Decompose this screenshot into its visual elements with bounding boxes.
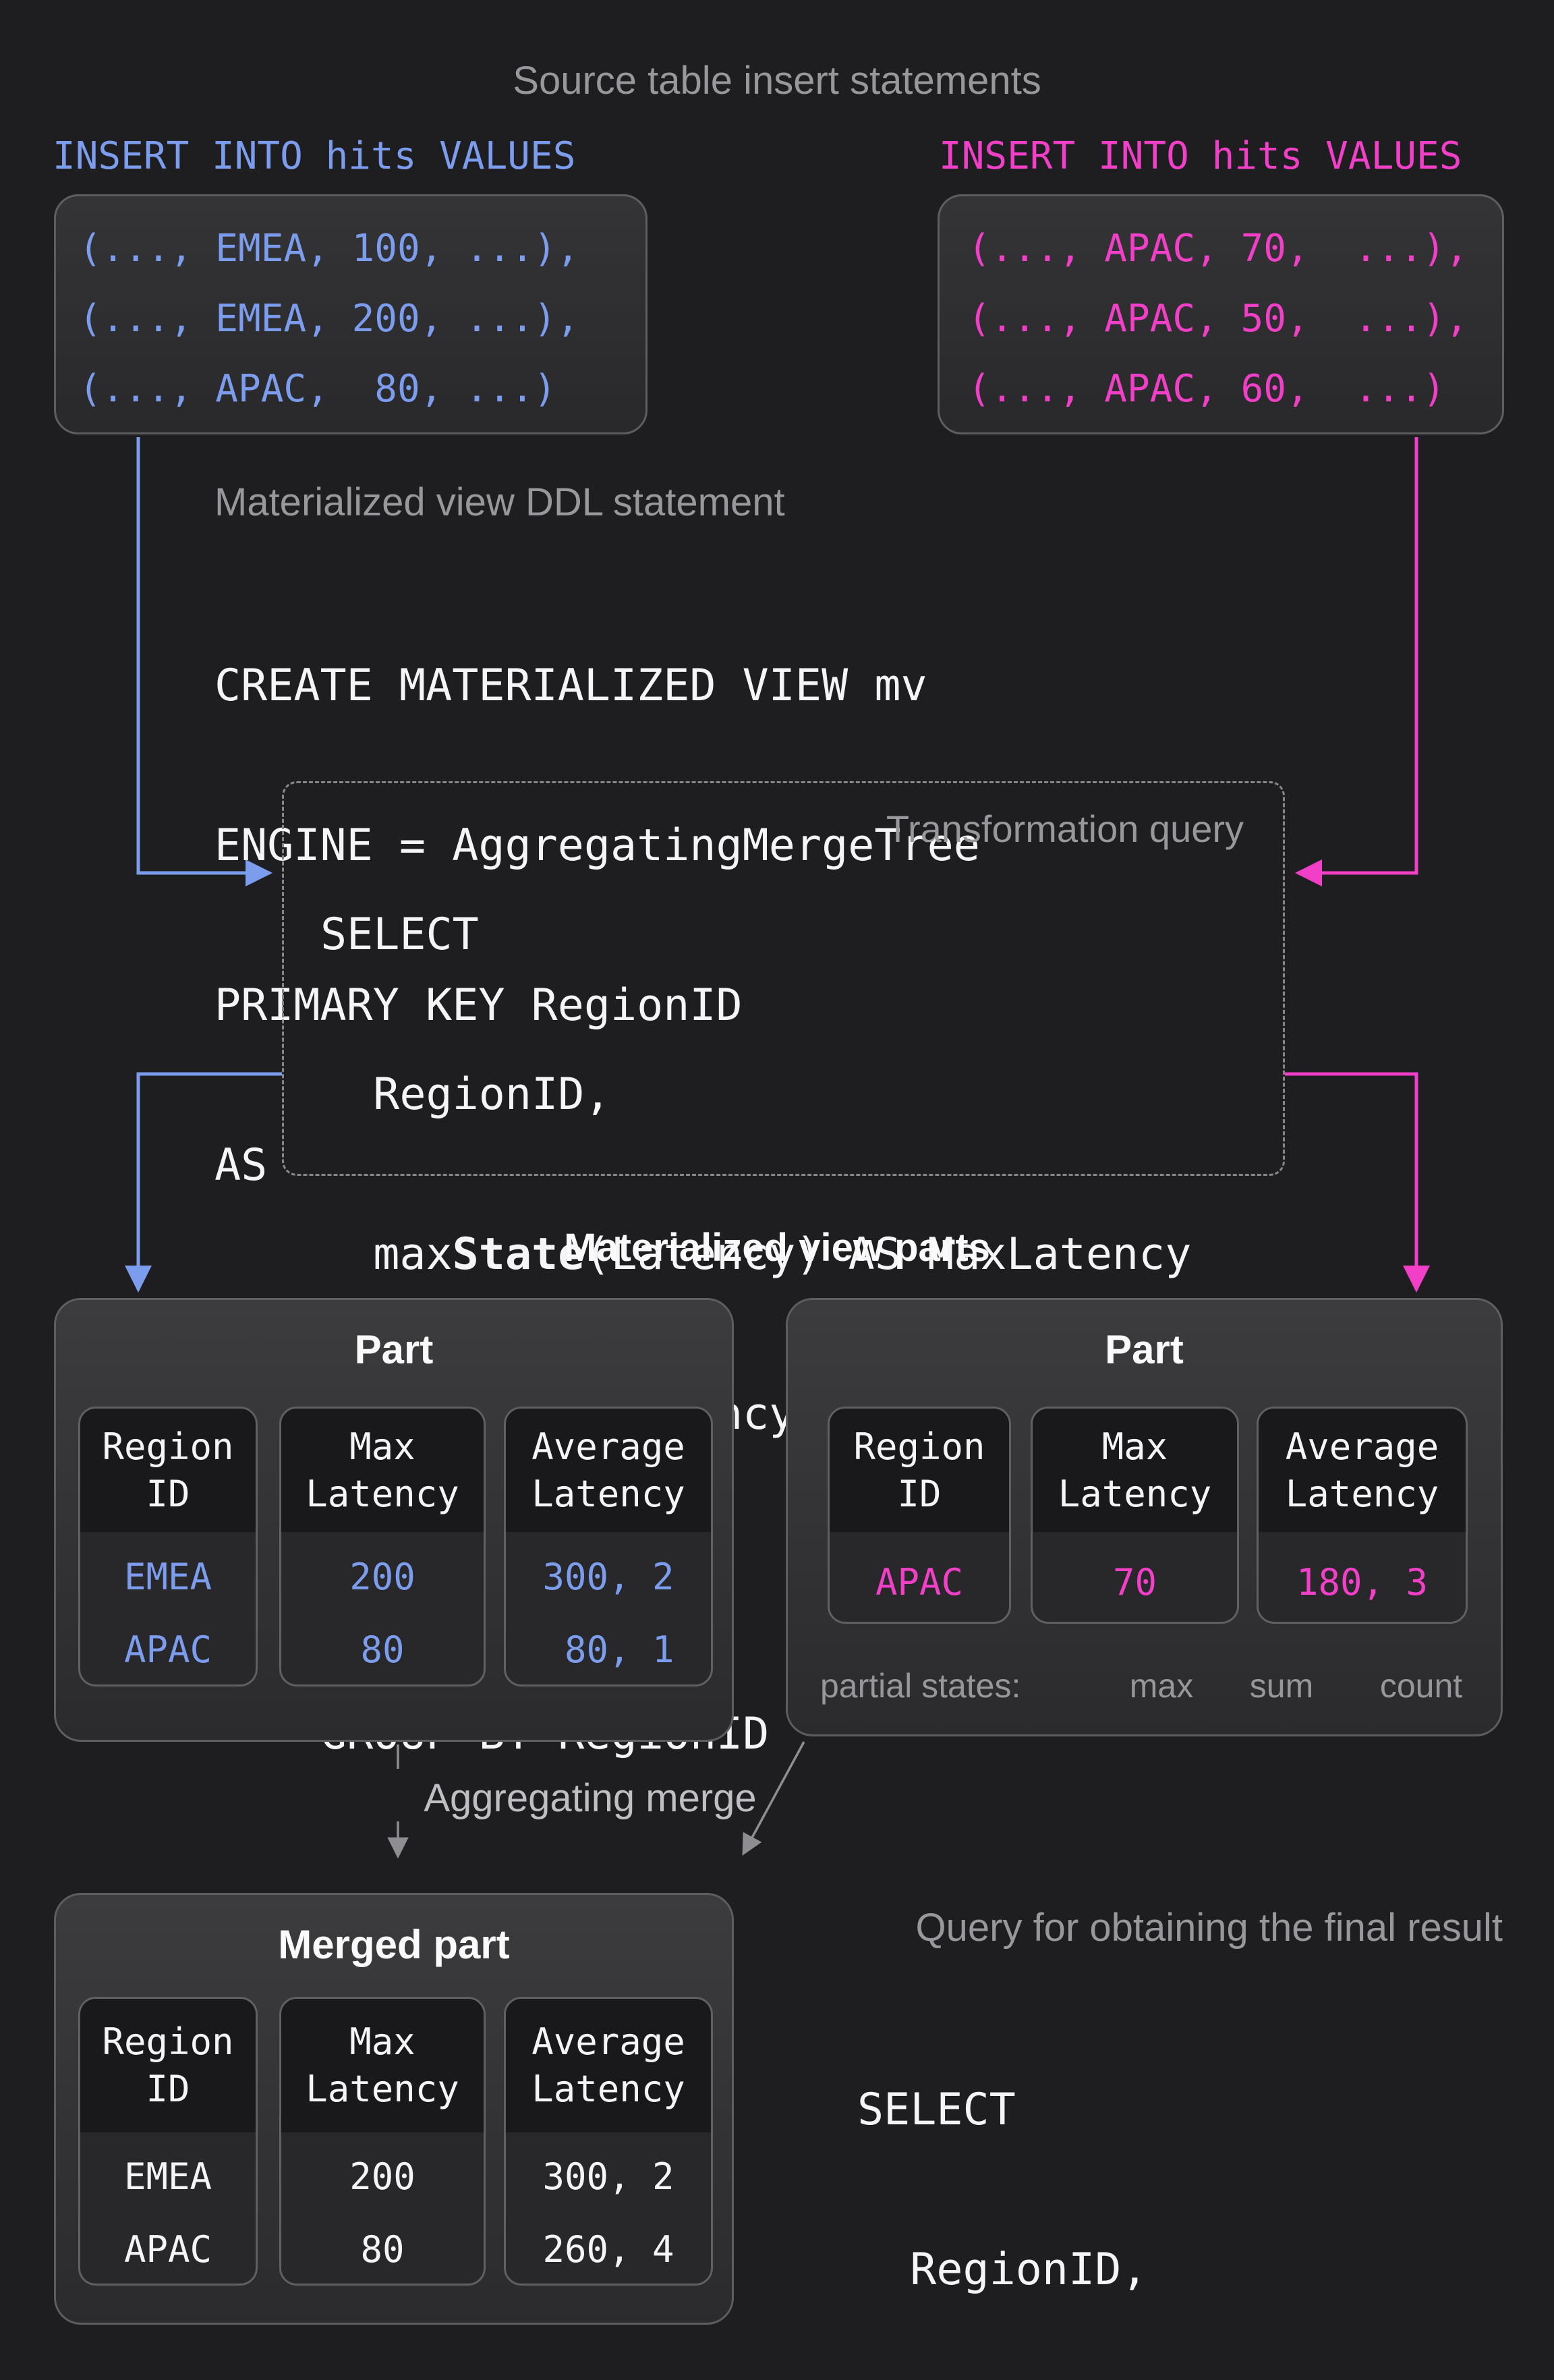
- title-source-inserts: Source table insert statements: [513, 59, 1041, 103]
- code-line: RegionID,: [857, 2244, 1148, 2295]
- column-region-id: Region ID APAC: [828, 1407, 1011, 1624]
- code-line: CREATE MATERIALIZED VIEW mv: [214, 660, 927, 711]
- column-header-line: Latency: [531, 1472, 685, 1515]
- part-box-left: Part Region ID EMEA APAC Max Latency 200…: [54, 1298, 734, 1742]
- column-header-line: ID: [146, 1472, 190, 1515]
- cell-value: APAC: [875, 1560, 964, 1604]
- column-header-line: Latency: [1285, 1472, 1439, 1515]
- code-line: SELECT: [857, 2085, 1016, 2135]
- part-box-right: Part Region ID APAC Max Latency 70 Avera…: [786, 1298, 1503, 1736]
- column-header-line: Average: [531, 2020, 685, 2063]
- cell-value: 300, 2: [542, 2155, 674, 2198]
- insert-right-row: (..., APAC, 60, ...): [968, 367, 1446, 411]
- column-max-latency: Max Latency 70: [1031, 1407, 1239, 1624]
- insert-left-header: INSERT INTO hits VALUES: [53, 134, 576, 178]
- code-line: ENGINE = AggregatingMergeTree: [214, 820, 980, 871]
- magenta-arrow-right-insert-to-query: [1295, 437, 1418, 886]
- column-header-line: Max: [349, 1425, 415, 1468]
- code-line: RegionID,: [320, 1069, 611, 1120]
- column-header-line: Average: [531, 1425, 685, 1468]
- cell-value: 80: [360, 1628, 405, 1671]
- insert-left-box: (..., EMEA, 100, ...), (..., EMEA, 200, …: [54, 194, 648, 434]
- cell-value: 80, 1: [542, 1628, 674, 1671]
- transformation-query-box: Transformation query: [282, 781, 1285, 1176]
- partial-states-label: partial states:: [820, 1667, 1021, 1705]
- column-average-latency: Average Latency 180, 3: [1257, 1407, 1468, 1624]
- title-mv-parts: Materialized view parts: [564, 1226, 990, 1270]
- cell-value: 200: [349, 2155, 415, 2198]
- cell-value: 70: [1112, 1560, 1157, 1604]
- partial-state-count: count: [1379, 1667, 1463, 1705]
- insert-right-row: (..., APAC, 70, ...),: [968, 227, 1468, 271]
- cell-value: EMEA: [123, 2155, 212, 2198]
- column-header-line: Max: [349, 2020, 415, 2063]
- column-region-id: Region ID EMEA APAC: [78, 1407, 258, 1687]
- insert-right-row: (..., APAC, 50, ...),: [968, 297, 1468, 341]
- final-code: SELECT RegionID, maxMerge(MaxLatency), a…: [857, 1979, 1464, 2380]
- column-header-line: Region: [102, 1425, 234, 1468]
- column-header-line: ID: [897, 1472, 942, 1515]
- column-header-line: Region: [853, 1425, 985, 1468]
- column-header-line: Latency: [306, 1472, 459, 1515]
- partial-state-max: max: [1129, 1667, 1194, 1705]
- column-header-line: Latency: [1058, 1472, 1212, 1515]
- cell-value: 200: [349, 1556, 415, 1598]
- title-transformation-query: Transformation query: [886, 808, 1244, 850]
- code-line: PRIMARY KEY RegionID: [214, 980, 743, 1031]
- ddl-code: CREATE MATERIALIZED VIEW mv ENGINE = Agg…: [214, 555, 980, 1296]
- cell-value: APAC: [123, 1628, 212, 1671]
- blue-arrow-query-to-left-part: [125, 1072, 282, 1293]
- code-line: SELECT: [320, 909, 479, 960]
- code-line: maxState(Latency) AS MaxLatency: [320, 1229, 1192, 1280]
- merged-part-box: Merged part Region ID EMEA APAC Max Late…: [54, 1893, 734, 2325]
- title-ddl: Materialized view DDL statement: [214, 480, 785, 524]
- column-max-latency: Max Latency 200 80: [279, 1997, 486, 2286]
- column-header-line: Latency: [306, 2068, 459, 2110]
- code-line: AS: [214, 1140, 268, 1191]
- column-header-line: ID: [146, 2068, 190, 2110]
- insert-left-row: (..., EMEA, 200, ...),: [79, 297, 579, 341]
- title-final-query: Query for obtaining the final result: [915, 1906, 1503, 1950]
- insert-right-box: (..., APAC, 70, ...), (..., APAC, 50, ..…: [938, 194, 1504, 434]
- merge-arrow-right: [742, 1741, 805, 1856]
- title-aggregating-merge: Aggregating merge: [424, 1776, 757, 1820]
- part-title: Part: [354, 1327, 434, 1372]
- insert-right-header: INSERT INTO hits VALUES: [939, 134, 1462, 178]
- cell-value: EMEA: [123, 1556, 212, 1598]
- column-header-line: Average: [1285, 1425, 1439, 1468]
- cell-value: 180, 3: [1296, 1560, 1429, 1604]
- column-max-latency: Max Latency 200 80: [279, 1407, 486, 1687]
- blue-arrow-left-insert-to-query: [136, 437, 272, 886]
- column-header-line: Max: [1101, 1425, 1168, 1468]
- insert-left-row: (..., APAC, 80, ...): [79, 367, 557, 411]
- column-region-id: Region ID EMEA APAC: [78, 1997, 258, 2286]
- cell-value: APAC: [123, 2228, 212, 2271]
- cell-value: 260, 4: [542, 2228, 674, 2271]
- insert-left-row: (..., EMEA, 100, ...),: [79, 227, 579, 271]
- column-average-latency: Average Latency 300, 2 80, 1: [504, 1407, 713, 1687]
- magenta-arrow-query-to-right-part: [1285, 1072, 1430, 1293]
- merged-part-title: Merged part: [278, 1922, 510, 1967]
- column-average-latency: Average Latency 300, 2 260, 4: [504, 1997, 713, 2286]
- cell-value: 80: [360, 2228, 405, 2271]
- part-title: Part: [1105, 1327, 1184, 1372]
- partial-state-sum: sum: [1249, 1667, 1314, 1705]
- column-header-line: Region: [102, 2020, 234, 2063]
- column-header-line: Latency: [531, 2068, 685, 2110]
- cell-value: 300, 2: [542, 1556, 674, 1598]
